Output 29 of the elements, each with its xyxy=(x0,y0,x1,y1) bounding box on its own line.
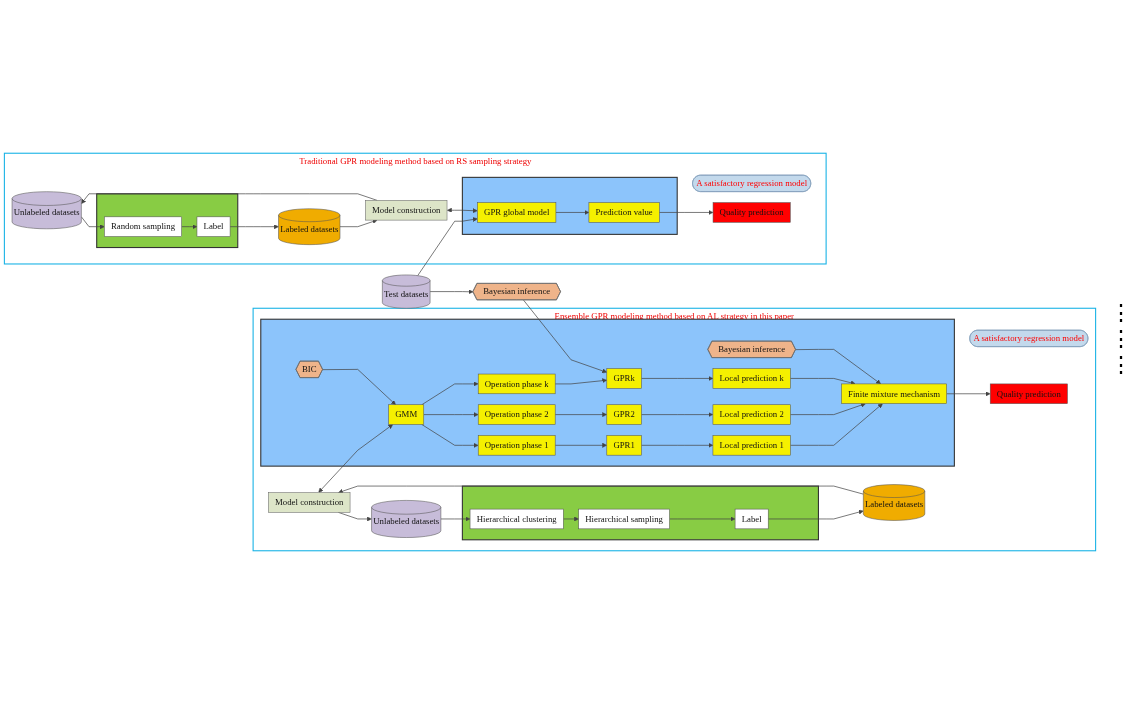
node-box: Hierarchical sampling xyxy=(578,508,670,530)
node-box: Quality prediction xyxy=(712,202,791,223)
cluster xyxy=(96,193,239,249)
node-box: GPR global model xyxy=(477,202,557,223)
node-box: Label xyxy=(734,508,769,530)
cluster xyxy=(461,176,678,235)
node-box: GPR1 xyxy=(606,435,642,456)
node-box: Local prediction 1 xyxy=(712,435,791,456)
node-box: Model construction xyxy=(268,492,351,513)
cluster xyxy=(461,485,819,541)
node-box: GMM xyxy=(388,404,425,425)
node-box: Model construction xyxy=(365,200,448,221)
vertical-ellipsis: ⋮ xyxy=(1110,300,1132,326)
node-box: GPR2 xyxy=(606,404,642,425)
node-box: Operation phase 2 xyxy=(477,404,556,425)
node-box: Prediction value xyxy=(588,202,660,223)
node-box: Finite mixture mechanism xyxy=(841,383,947,404)
node-box: Hierarchical clustering xyxy=(469,508,564,530)
node-box: Local prediction 2 xyxy=(712,404,791,425)
cluster xyxy=(260,318,955,467)
vertical-ellipsis: ⋮ xyxy=(1110,326,1132,352)
node-box: GPRk xyxy=(606,368,642,389)
node-box: Random sampling xyxy=(104,216,182,237)
node-box: Operation phase 1 xyxy=(477,435,556,456)
node-box: Quality prediction xyxy=(989,383,1068,404)
node-box: Label xyxy=(196,216,231,237)
node-box: Operation phase k xyxy=(477,373,556,395)
node-box: Local prediction k xyxy=(712,368,791,389)
vertical-ellipsis: ⋮ xyxy=(1110,352,1132,378)
